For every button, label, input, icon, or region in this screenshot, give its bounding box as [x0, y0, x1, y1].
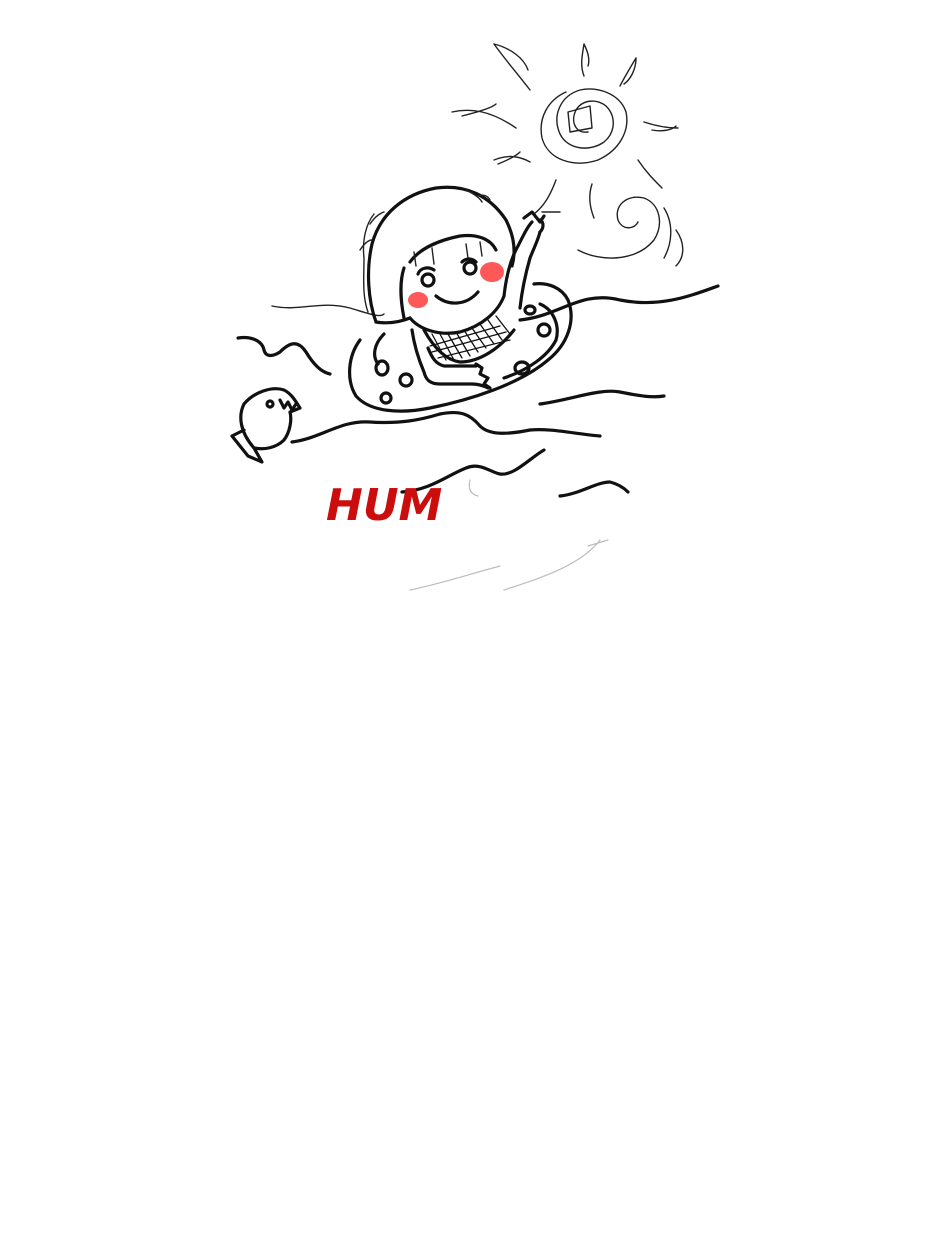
wind-swirl-icon: [577, 196, 684, 267]
fish-icon: [230, 387, 302, 464]
waves: [236, 284, 720, 591]
swim-ring: [348, 282, 573, 413]
hum-caption: HUM: [326, 480, 442, 531]
sun-icon: [451, 43, 679, 219]
girl-figure: [359, 185, 546, 390]
